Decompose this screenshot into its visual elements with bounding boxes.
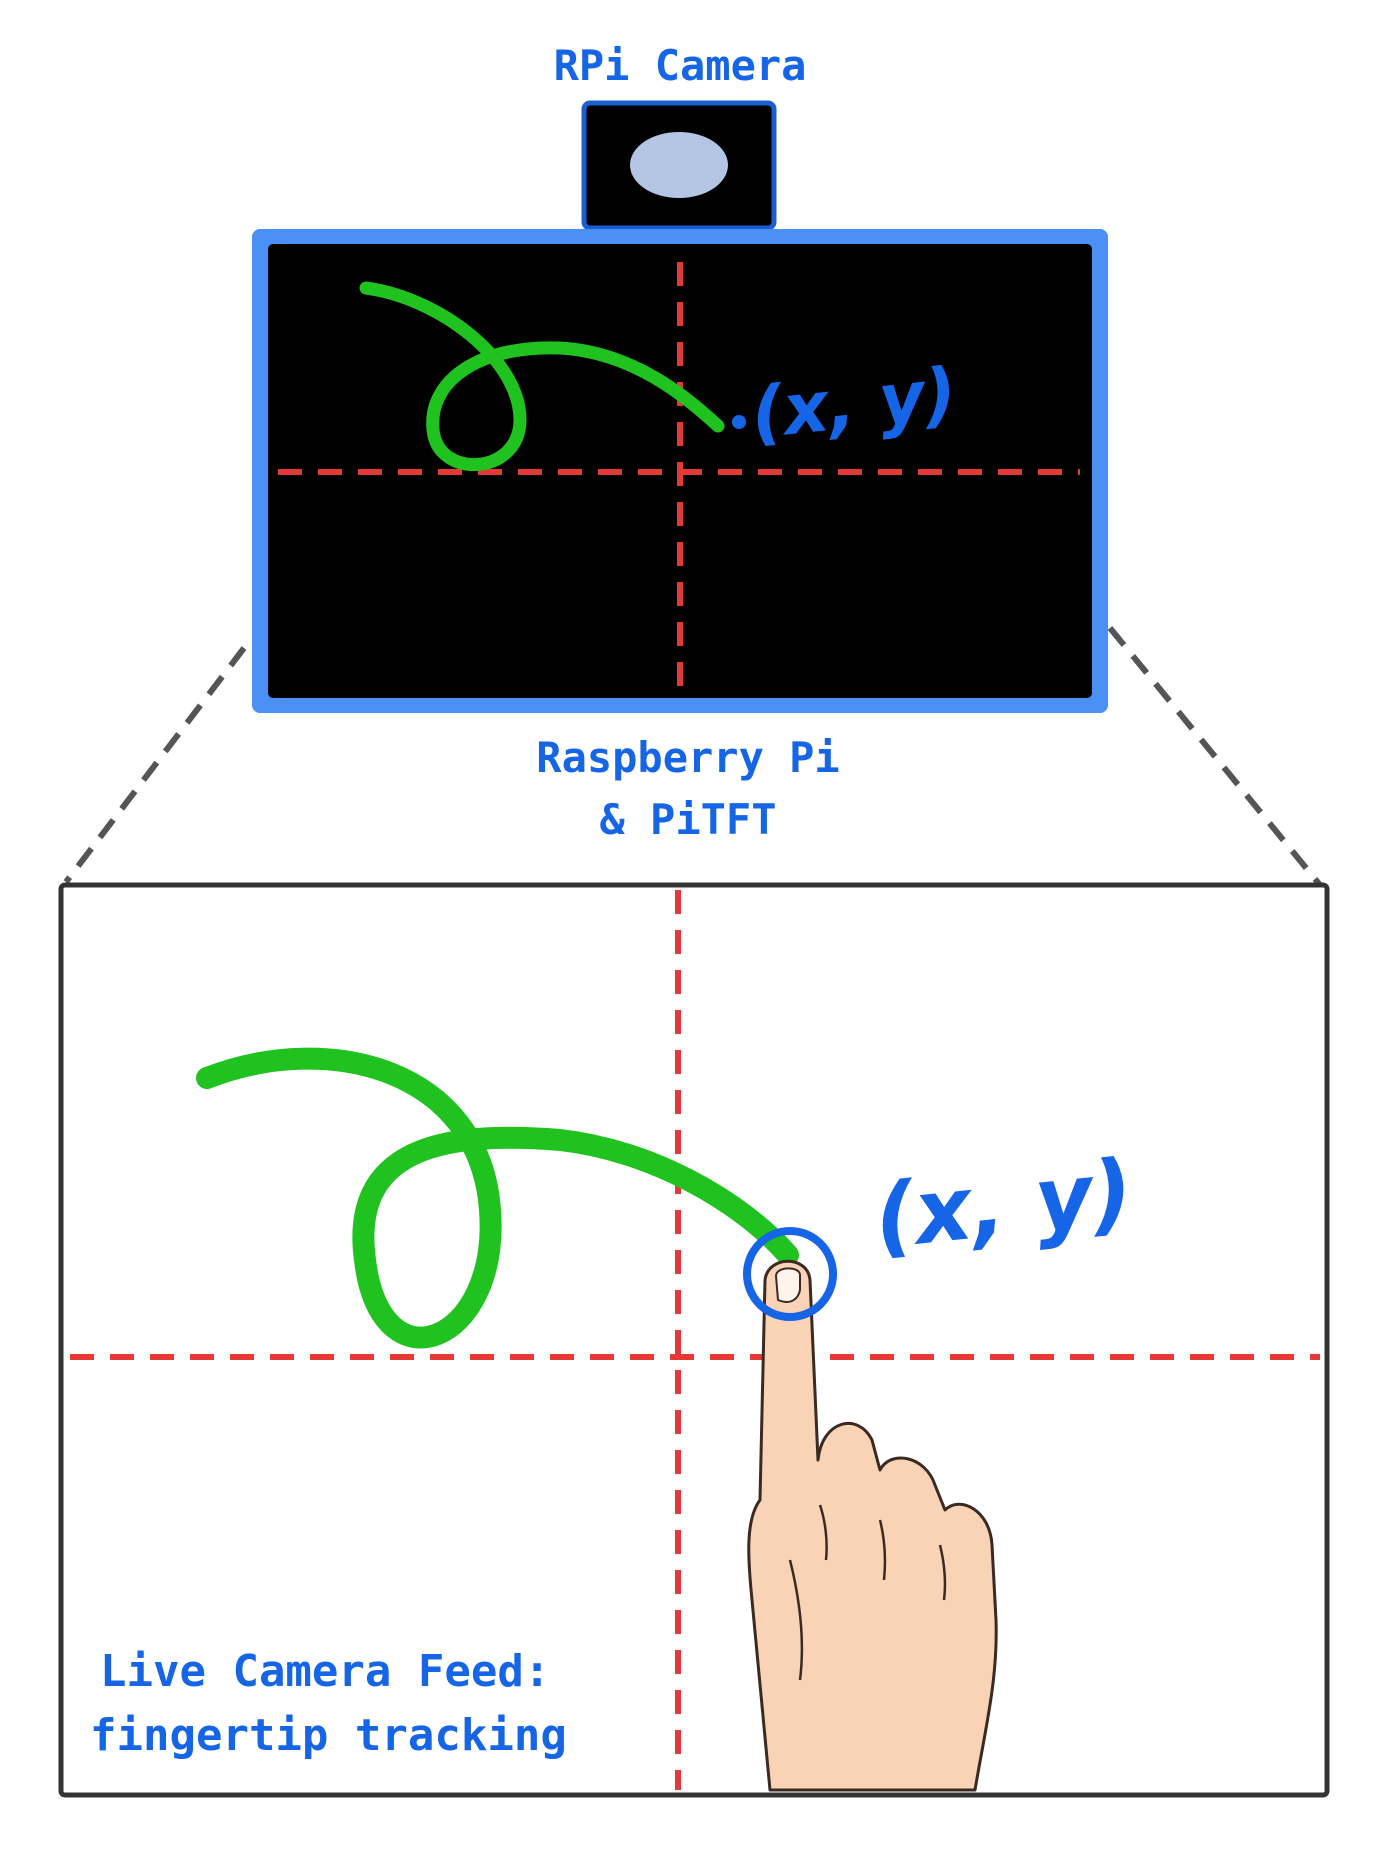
zoom-connector-right	[1107, 626, 1323, 887]
camera-label: RPi Camera	[554, 41, 807, 90]
live-feed-panel: (x, y) Live Camera Feed: fingertip track…	[58, 882, 1330, 1798]
device-label-line2: & PiTFT	[599, 795, 776, 844]
feed-caption-line2: fingertip tracking	[90, 1710, 567, 1761]
screen-crosshair	[278, 262, 1080, 692]
pitft-device: (x, y)	[252, 229, 1108, 713]
zoom-connector-lines	[63, 626, 1323, 887]
camera-lens-icon	[630, 132, 728, 198]
screen-trajectory	[359, 281, 725, 471]
screen-fingertip-point	[732, 415, 746, 429]
hand-pointing-icon	[747, 1259, 998, 1792]
rpi-camera	[581, 100, 777, 231]
feed-trajectory	[196, 1047, 799, 1349]
fingertip-tracking-ring	[743, 1227, 837, 1321]
device-label-line1: Raspberry Pi	[536, 733, 839, 782]
feed-caption-line1: Live Camera Feed:	[100, 1646, 550, 1697]
zoom-connector-left	[63, 646, 247, 884]
feed-crosshair	[70, 890, 1320, 1790]
